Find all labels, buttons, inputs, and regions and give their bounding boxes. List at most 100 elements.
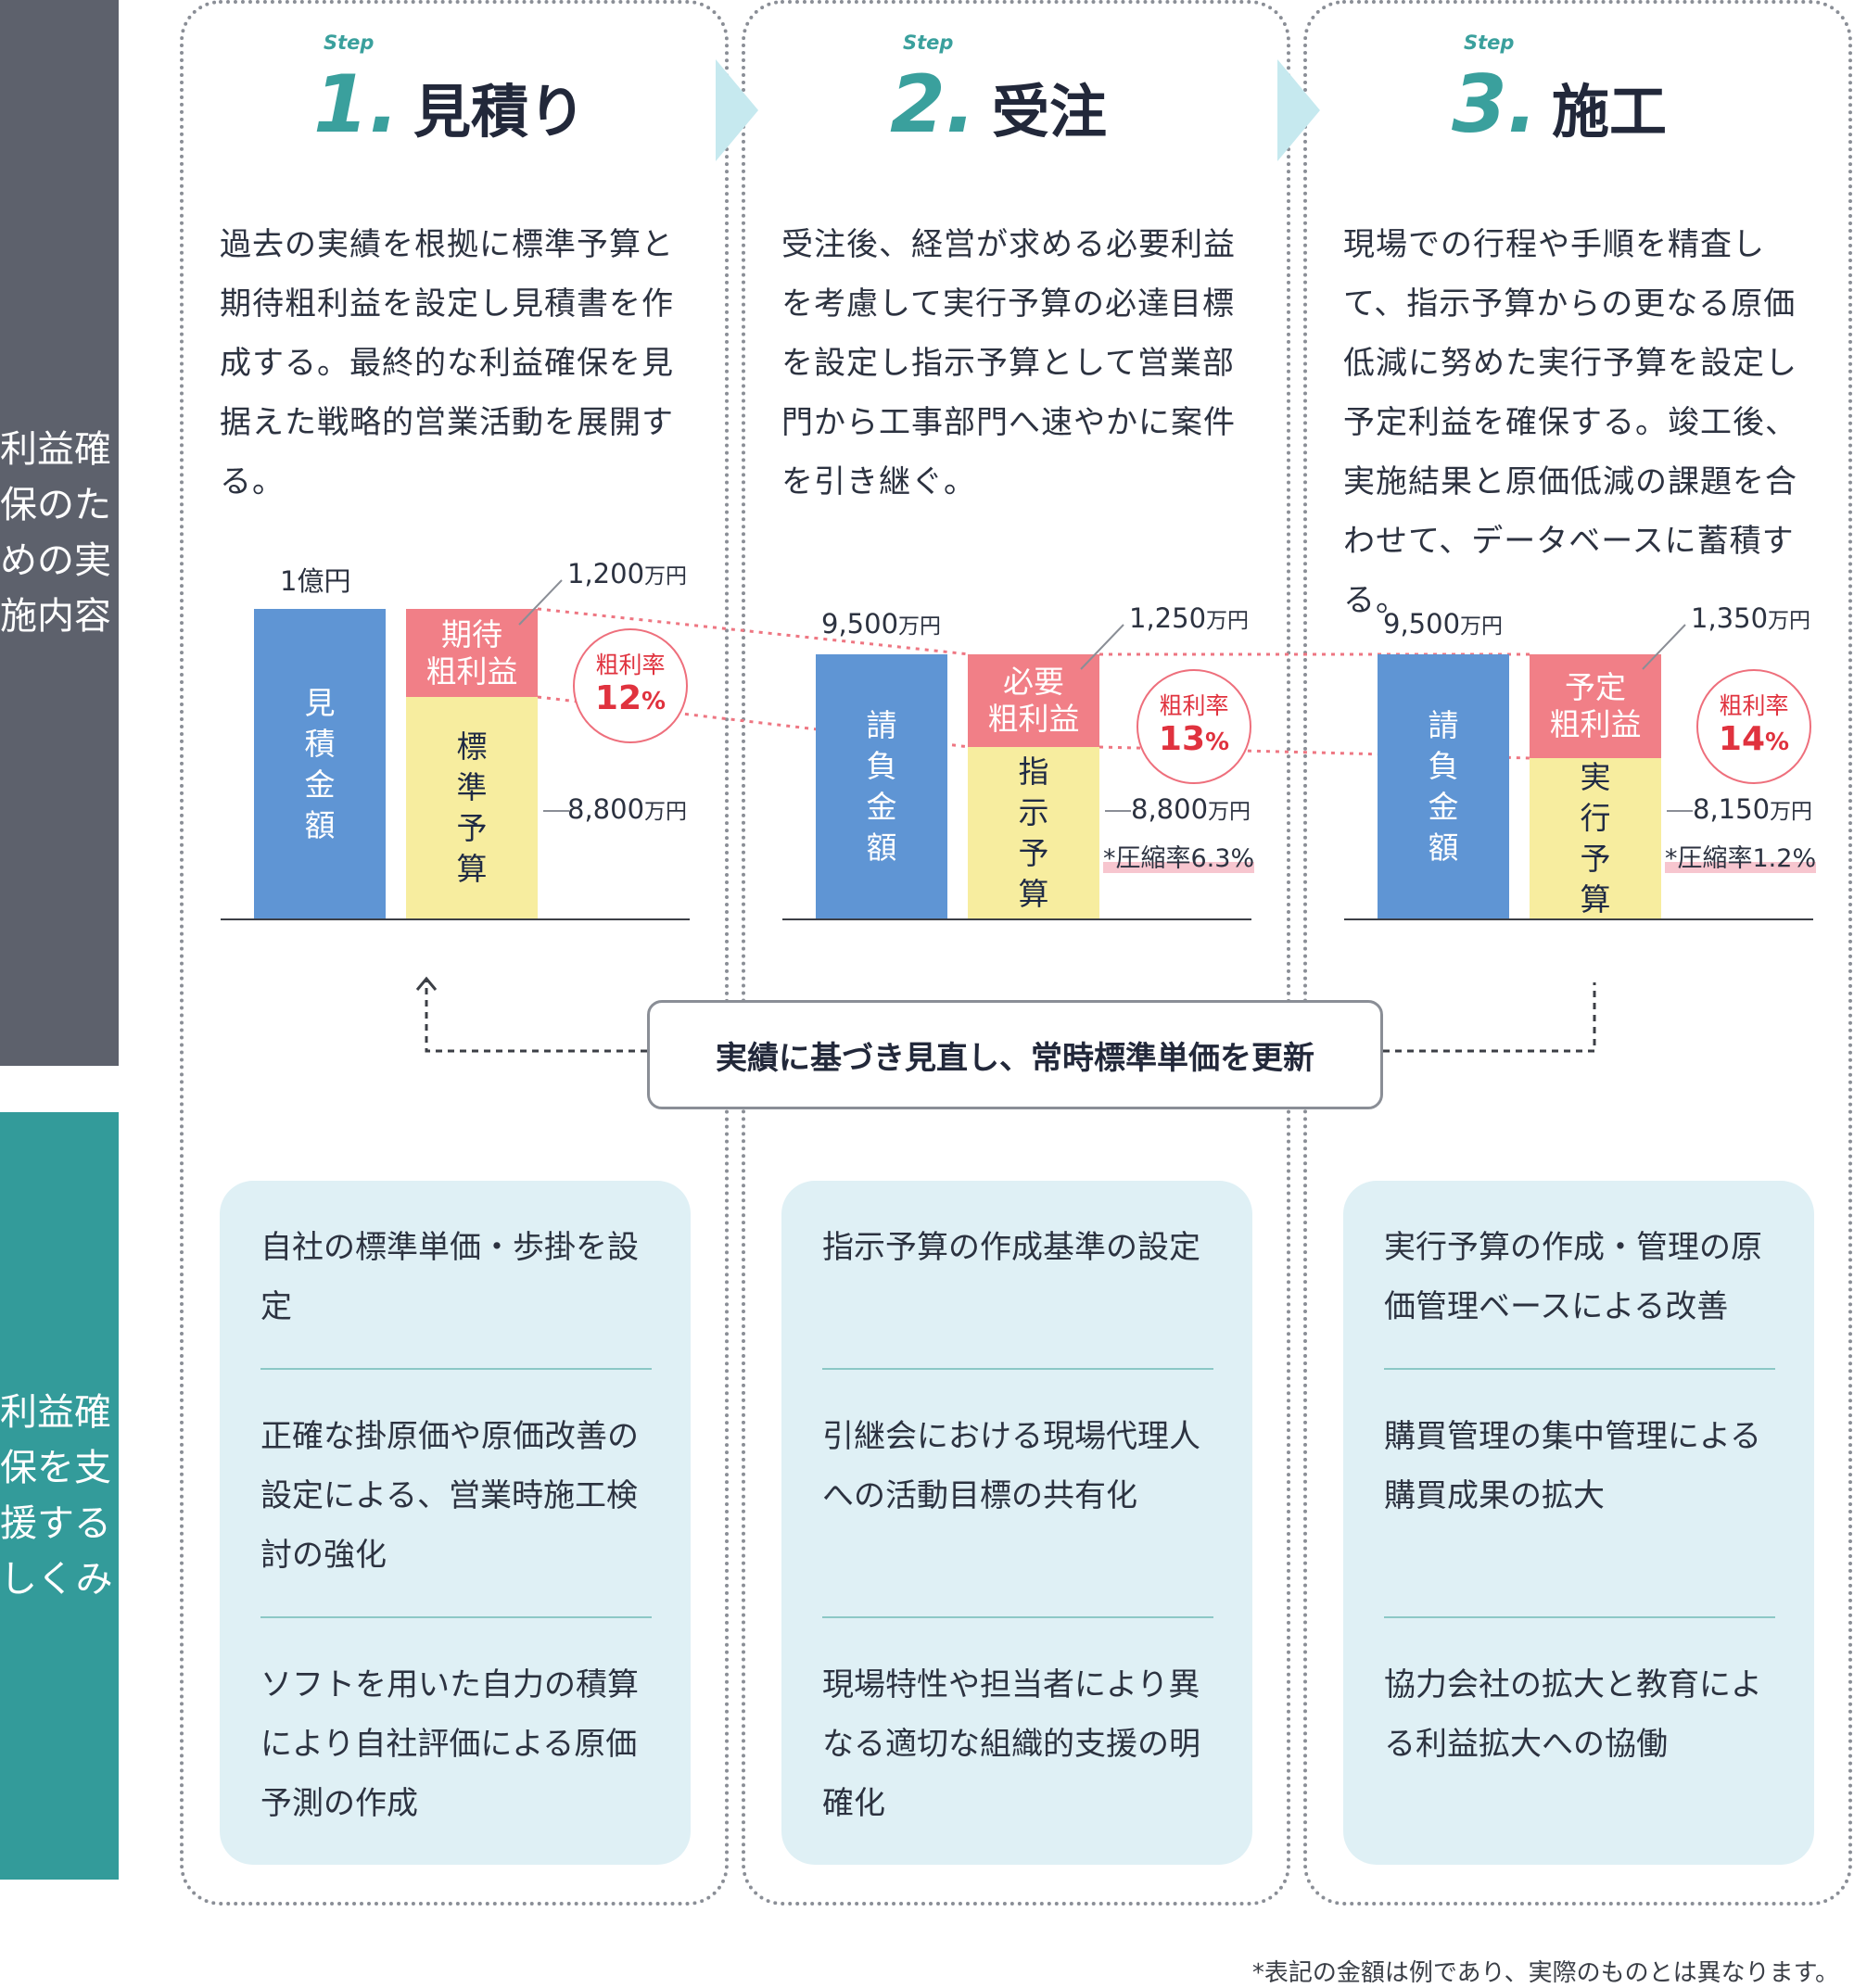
step3-budget-bar — [1530, 758, 1661, 919]
step1-support-divider-1 — [260, 1368, 652, 1370]
step2-margin-unit: % — [1205, 728, 1230, 756]
step1-margin-rate: 12% — [595, 679, 666, 721]
step1-margin-number: 12 — [594, 678, 642, 717]
step2-budget-bar — [968, 747, 1099, 919]
step3-margin-number: 14 — [1718, 719, 1766, 758]
step3-contract-bar — [1378, 654, 1509, 919]
step3-budget-amount: 8,150万円 — [1693, 793, 1812, 825]
step1-description: 過去の実績を根拠に標準予算と期待粗利益を設定し見積書を作成する。最終的な利益確保… — [220, 226, 674, 500]
step3-compression-text: *圧縮率1.2% — [1665, 844, 1817, 873]
step3-budget-number: 8,150 — [1693, 793, 1771, 825]
step1-margin-unit: % — [641, 687, 667, 715]
step3-column — [1303, 0, 1852, 1906]
step1-profit-label-line2: 粗利益 — [425, 652, 518, 690]
step2-profit-label-line2: 粗利益 — [987, 701, 1080, 737]
feedback-loop-arrow-icon — [415, 976, 1596, 1053]
step2-column — [742, 0, 1290, 1906]
step2-small-label: Step — [903, 32, 954, 54]
step1-support-panel: 自社の標準単価・歩掛を設定 正確な掛原価や原価改善の設定による、営業時施工検討の… — [220, 1181, 691, 1865]
step2-left-number: 9,500 — [821, 608, 899, 639]
step2-left-unit: 万円 — [898, 614, 942, 639]
step1-title: 見積り — [413, 78, 587, 146]
step2-profit-number: 1,250 — [1129, 602, 1207, 634]
step3-compression-rate: *圧縮率1.2% — [1665, 838, 1817, 874]
footnote: *表記の金額は例であり、実際のものとは異なります。 — [1251, 1959, 1839, 1987]
feedback-loop-box: 実績に基づき見直し、常時標準単価を更新 — [647, 1000, 1383, 1109]
step2-compression-rate: *圧縮率6.3% — [1103, 838, 1255, 874]
step2-profit-bar: 必要 粗利益 — [968, 654, 1099, 747]
step2-contract-bar-label: 請負金額 — [866, 707, 897, 866]
sidebar-implementation-label: 利益確保のための実施内容 — [0, 0, 119, 1066]
step1-support-item-3: ソフトを用いた自力の積算により自社評価による原価予測の作成 — [260, 1666, 639, 1822]
step2-margin-rate: 13% — [1159, 720, 1229, 762]
step1-budget-bar — [406, 697, 538, 919]
step1-margin-label: 粗利率 — [595, 651, 666, 678]
step3-support-divider-2 — [1384, 1616, 1775, 1618]
step2-support-item-3: 現場特性や担当者により異なる適切な組織的支援の明確化 — [822, 1666, 1200, 1822]
step1-budget-unit: 万円 — [644, 800, 688, 824]
step1-support-item-2: 正確な掛原価や原価改善の設定による、営業時施工検討の強化 — [260, 1418, 639, 1574]
step1-support-item-1: 自社の標準単価・歩掛を設定 — [260, 1229, 639, 1325]
step3-profit-number: 1,350 — [1691, 602, 1769, 634]
step2-number: 2. — [890, 58, 976, 151]
step3-margin-circle: 粗利率 14% — [1696, 669, 1811, 784]
step1-profit-number: 1,200 — [567, 558, 645, 589]
step1-profit-amount: 1,200万円 — [567, 558, 687, 589]
step3-profit-amount: 1,350万円 — [1691, 602, 1810, 634]
step3-support-item-3: 協力会社の拡大と教育による利益拡大への協働 — [1384, 1666, 1762, 1763]
step2-chart-baseline — [782, 918, 1251, 920]
step3-profit-leader-line — [1642, 624, 1686, 670]
step2-left-bar-value: 9,500万円 — [821, 608, 941, 639]
step3-left-unit: 万円 — [1460, 614, 1504, 639]
step2-compression-text: *圧縮率6.3% — [1103, 844, 1255, 873]
step1-budget-amount: 8,800万円 — [567, 793, 687, 825]
step2-support-divider-2 — [822, 1616, 1213, 1618]
step1-chart-baseline — [221, 918, 690, 920]
step3-left-number: 9,500 — [1383, 608, 1461, 639]
step2-margin-label: 粗利率 — [1159, 691, 1229, 719]
step2-profit-leader-line — [1080, 624, 1124, 670]
step1-left-bar-value: 1億円 — [280, 565, 351, 597]
step1-budget-number: 8,800 — [567, 793, 645, 825]
step3-chart-baseline — [1344, 918, 1813, 920]
step2-support-divider-1 — [822, 1368, 1213, 1370]
step3-description: 現場での行程や手順を精査して、指示予算からの更なる原価低減に努めた実行予算を設定… — [1343, 226, 1797, 619]
step2-description: 受注後、経営が求める必要利益を考慮して実行予算の必達目標を設定し指示予算として営… — [781, 226, 1236, 500]
step1-budget-leader-line — [543, 810, 569, 812]
step1-number: 1. — [313, 58, 400, 151]
step2-title: 受注 — [992, 78, 1108, 146]
step3-budget-leader-line — [1667, 810, 1693, 812]
sidebar-support-label: 利益確保を支援するしくみ — [0, 1112, 119, 1880]
step2-margin-circle: 粗利率 13% — [1137, 669, 1251, 784]
sidebar-implementation-text: 利益確保のための実施内容 — [0, 428, 111, 638]
step3-support-panel: 実行予算の作成・管理の原価管理ベースによる改善 購買管理の集中管理による購買成果… — [1343, 1181, 1814, 1865]
step1-estimate-bar-label: 見積金額 — [304, 684, 336, 843]
step3-left-bar-value: 9,500万円 — [1383, 608, 1503, 639]
step3-profit-label-line1: 予定 — [1565, 669, 1626, 705]
step1-profit-bar: 期待 粗利益 — [406, 609, 538, 697]
step1-budget-bar-label: 標準予算 — [456, 728, 488, 887]
step2-margin-number: 13 — [1158, 719, 1206, 758]
step3-margin-unit: % — [1765, 728, 1790, 756]
step3-margin-rate: 14% — [1719, 720, 1789, 762]
step3-support-item-1: 実行予算の作成・管理の原価管理ベースによる改善 — [1384, 1229, 1762, 1325]
step1-profit-leader-line — [518, 579, 563, 626]
step2-budget-leader-line — [1105, 810, 1131, 812]
step1-estimate-bar — [254, 609, 386, 919]
step-arrow-1-icon — [716, 59, 758, 161]
step2-budget-unit: 万円 — [1208, 800, 1251, 824]
step1-column — [180, 0, 729, 1906]
step-arrow-2-icon — [1277, 59, 1320, 161]
step2-contract-bar — [816, 654, 947, 919]
step3-margin-label: 粗利率 — [1719, 691, 1789, 719]
step3-small-label: Step — [1464, 32, 1515, 54]
step1-small-label: Step — [324, 32, 375, 54]
step3-profit-label-line2: 粗利益 — [1549, 706, 1642, 742]
step3-support-item-2: 購買管理の集中管理による購買成果の拡大 — [1384, 1418, 1761, 1514]
step1-margin-circle: 粗利率 12% — [573, 628, 688, 743]
step1-support-divider-2 — [260, 1616, 652, 1618]
step2-support-panel: 指示予算の作成基準の設定 引継会における現場代理人への活動目標の共有化 現場特性… — [781, 1181, 1252, 1865]
step3-budget-bar-label: 実行予算 — [1580, 759, 1611, 918]
sidebar-support-text: 利益確保を支援するしくみ — [0, 1391, 113, 1601]
step3-support-divider-1 — [1384, 1368, 1775, 1370]
